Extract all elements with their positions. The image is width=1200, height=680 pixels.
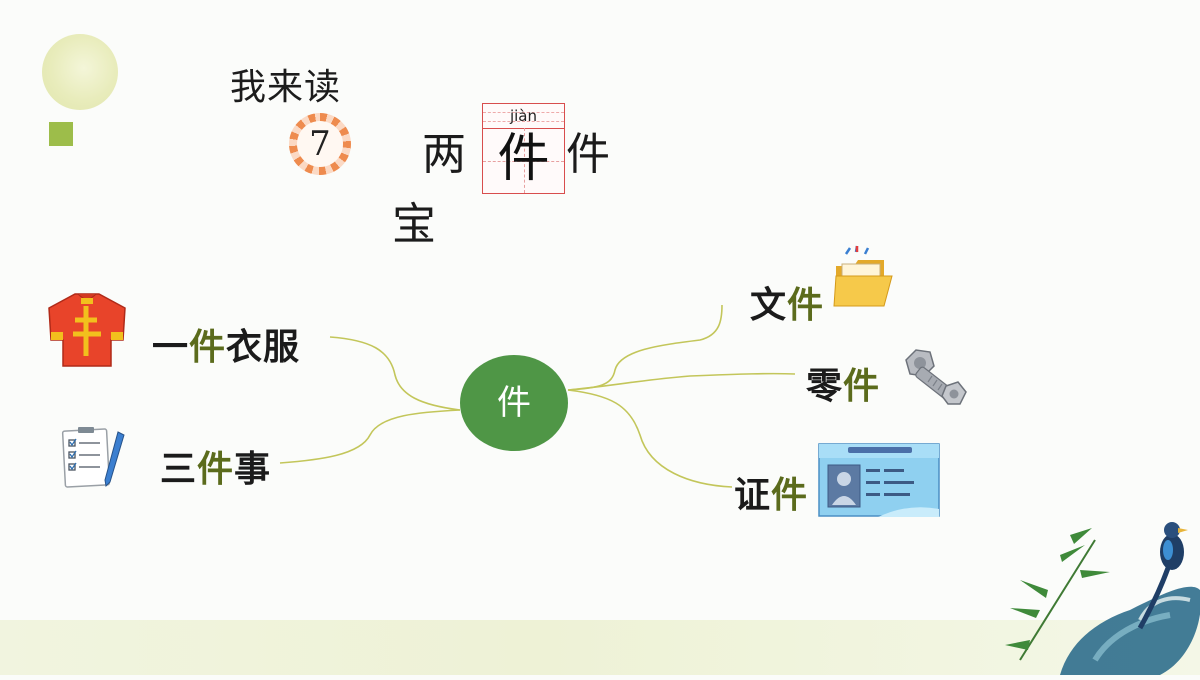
branch-line (329, 336, 461, 411)
branch-line (567, 389, 733, 488)
word-char-jian: 件 (566, 129, 610, 180)
lesson-number: 7 (297, 121, 343, 167)
checklist-icon (61, 427, 125, 488)
page-heading: 我来读 (230, 67, 342, 108)
phrase-ling-jian: 零件 (806, 365, 881, 407)
pinyin-text: jiàn (509, 107, 538, 125)
focus-character: 件 (497, 129, 550, 189)
branch-line (567, 372, 796, 391)
folder-icon (833, 245, 893, 307)
phrase-wen-jian: 文件 (750, 284, 825, 326)
branch-line (279, 409, 461, 464)
word-char-bao: 宝 (392, 199, 436, 250)
lesson-number-badge: 7 (289, 113, 351, 175)
bird-bamboo-decoration (1005, 522, 1200, 675)
phrase-zheng-jian: 证件 (734, 474, 809, 516)
id-card-icon (818, 443, 940, 517)
phrase-san-jian-shi: 三件事 (160, 448, 272, 490)
decorative-square (49, 122, 73, 146)
shirt-icon (48, 293, 126, 367)
decorative-circle (42, 34, 118, 110)
word-char-liang: 两 (422, 129, 466, 180)
center-node: 件 (460, 355, 568, 451)
branch-line (567, 304, 723, 391)
bottom-band (0, 620, 1200, 675)
character-writing-box: jiàn 件 (482, 103, 565, 194)
bolt-nut-icon (905, 349, 967, 405)
phrase-yi-jian-yi-fu: 一件衣服 (152, 326, 301, 368)
